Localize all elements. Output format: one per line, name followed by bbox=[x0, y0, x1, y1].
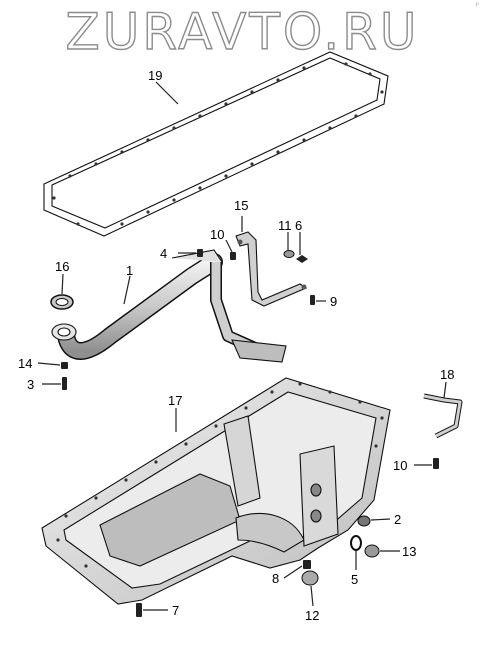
gasket-14 bbox=[61, 362, 68, 369]
callout-15: 15 bbox=[234, 198, 248, 213]
callout-1: 1 bbox=[126, 263, 133, 278]
callout-13: 13 bbox=[402, 544, 416, 559]
bracket-15 bbox=[235, 231, 308, 307]
callout-18: 18 bbox=[440, 367, 454, 382]
plug-13 bbox=[364, 544, 380, 558]
oil-suction-pipe-1 bbox=[51, 249, 287, 363]
callout-12: 12 bbox=[305, 608, 319, 623]
nut-6 bbox=[296, 255, 308, 263]
seal-5 bbox=[350, 535, 362, 551]
lower-fasteners bbox=[136, 458, 439, 617]
callout-5: 5 bbox=[351, 572, 358, 587]
seal-8 bbox=[303, 560, 311, 569]
bracket-18 bbox=[423, 393, 463, 439]
callout-8: 8 bbox=[272, 571, 279, 586]
drain-plug-12 bbox=[301, 570, 319, 586]
callout-7: 7 bbox=[172, 603, 179, 618]
callout-labels: 19 1 4 10 15 11 6 9 16 14 3 17 18 10 2 5… bbox=[18, 68, 454, 623]
callout-11: 11 bbox=[278, 218, 292, 233]
washer-10 bbox=[230, 252, 236, 260]
callout-17: 17 bbox=[168, 393, 182, 408]
bolt-3 bbox=[62, 377, 67, 390]
gasket-19 bbox=[43, 51, 389, 237]
callout-16: 16 bbox=[55, 259, 69, 274]
bolt-4 bbox=[197, 249, 203, 257]
bolt-9 bbox=[310, 295, 315, 305]
callout-9: 9 bbox=[330, 294, 337, 309]
washer-11 bbox=[283, 250, 295, 258]
corner-mark: P bbox=[475, 2, 479, 9]
fasteners bbox=[50, 249, 315, 390]
callout-14: 14 bbox=[18, 356, 32, 371]
callout-6: 6 bbox=[295, 218, 302, 233]
plug-2 bbox=[357, 515, 371, 527]
bolt-7 bbox=[136, 603, 142, 617]
callout-4: 4 bbox=[160, 246, 167, 261]
bolt-10 bbox=[433, 458, 439, 469]
oil-pan-17 bbox=[41, 377, 391, 605]
leader-lines bbox=[37, 81, 447, 611]
watermark: ZURAVTO.RU bbox=[65, 3, 420, 61]
callout-19: 19 bbox=[148, 68, 162, 83]
callout-10-lower: 10 bbox=[393, 458, 407, 473]
callout-10-upper: 10 bbox=[210, 227, 224, 242]
callout-3: 3 bbox=[27, 377, 34, 392]
callout-2: 2 bbox=[394, 512, 401, 527]
o-ring-16-hole bbox=[55, 298, 69, 306]
